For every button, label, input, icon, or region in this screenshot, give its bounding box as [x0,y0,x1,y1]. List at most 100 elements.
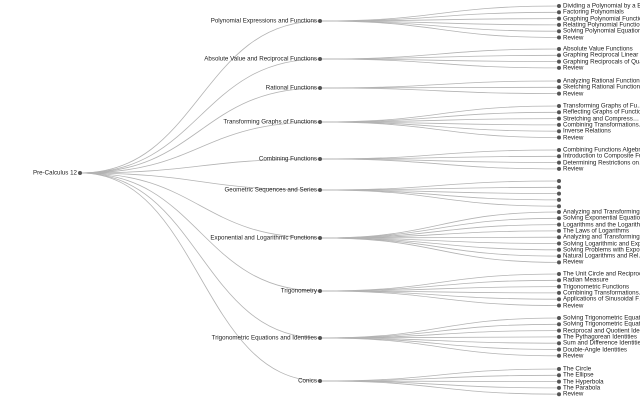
leaf-node-label[interactable]: Factoring Polynomials [563,8,624,16]
leaf-node[interactable] [557,10,561,15]
leaf-node[interactable] [557,341,561,346]
leaf-node[interactable] [557,53,561,58]
leaf-node-label[interactable]: Absolute Value Functions [563,45,633,53]
topic-node[interactable] [318,86,322,90]
leaf-node[interactable] [557,135,561,140]
leaf-node[interactable] [557,316,561,320]
leaf-node[interactable] [557,85,561,90]
leaf-node[interactable] [557,297,561,302]
leaf-node[interactable] [557,47,561,51]
leaf-node[interactable] [557,91,561,96]
leaf-node[interactable] [557,260,561,265]
topic-node-label[interactable]: Combining Functions [258,155,317,163]
topic-node[interactable] [318,188,322,192]
topic-node-label[interactable]: Exponential and Logarithmic Functions [210,234,317,242]
leaf-node[interactable] [557,328,561,333]
leaf-node[interactable] [557,290,561,295]
leaf-node-label[interactable]: Introduction to Composite Fu… [563,152,640,160]
leaf-node-label[interactable]: Reciprocal and Quotient Iden… [563,327,640,335]
leaf-node-label[interactable]: Inverse Relations [563,127,611,135]
leaf-node[interactable] [557,272,561,276]
topic-node[interactable] [318,336,322,340]
leaf-node[interactable] [557,241,561,246]
leaf-node-label[interactable]: Determining Restrictions on… [563,159,640,167]
leaf-node-label[interactable]: The Ellipse [563,371,594,379]
leaf-node[interactable] [557,284,561,289]
leaf-node-label[interactable]: Relating Polynomial Function… [563,21,640,29]
leaf-node-label[interactable]: Logarithms and the Logarith… [563,221,640,229]
leaf-node-label[interactable]: Transforming Graphs of Fu… [563,102,640,110]
leaf-node-label[interactable]: Review [563,64,584,72]
leaf-node-label[interactable]: Dividing a Polynomial by a Bi… [563,2,640,10]
topic-node-label[interactable]: Absolute Value and Reciprocal Functions [204,55,317,63]
topic-node[interactable] [318,120,322,124]
leaf-node[interactable] [557,392,561,397]
leaf-node[interactable] [557,160,561,165]
leaf-node[interactable] [557,254,561,259]
leaf-node-label[interactable]: The Unit Circle and Reciproc… [563,270,640,278]
leaf-node[interactable] [557,65,561,70]
leaf-node[interactable] [557,35,561,40]
leaf-node-label[interactable]: Solving Problems with Expon… [563,246,640,254]
leaf-node-label[interactable]: Review [563,165,584,173]
leaf-node[interactable] [557,235,561,240]
leaf-node[interactable] [557,122,561,127]
leaf-node[interactable] [557,110,561,115]
leaf-node-label[interactable]: Sum and Difference Identities… [563,339,640,347]
leaf-node[interactable] [557,247,561,252]
leaf-node-label[interactable]: Analyzing and Transforming… [563,208,640,216]
topic-node-label[interactable]: Geometric Sequences and Series [224,186,317,194]
topic-node[interactable] [318,157,322,161]
leaf-node[interactable] [557,322,561,327]
leaf-node[interactable] [557,79,561,83]
leaf-node[interactable] [557,154,561,159]
leaf-node[interactable] [557,228,561,233]
leaf-node-label[interactable]: Review [563,134,584,141]
leaf-node[interactable] [557,197,561,202]
topic-node[interactable] [318,379,322,383]
leaf-node-label[interactable]: The Laws of Logarithms [563,227,630,235]
leaf-node-label[interactable]: Graphing Reciprocal Linear F… [563,51,640,59]
leaf-node-label[interactable]: Double-Angle Identities [563,346,627,353]
leaf-node[interactable] [557,179,561,183]
leaf-node-label[interactable]: Graphing Polynomial Functio… [563,15,640,23]
leaf-node[interactable] [557,104,561,108]
leaf-node-label[interactable]: Review [563,390,584,398]
leaf-node-label[interactable]: Graphing Reciprocals of Qua… [563,58,640,66]
leaf-node-label[interactable]: Solving Polynomial Equations… [563,27,640,35]
leaf-node-label[interactable]: The Parabola [563,384,601,392]
leaf-node-label[interactable]: Analyzing and Transforming… [563,233,640,241]
leaf-node-label[interactable]: The Hyperbola [563,378,604,386]
leaf-node-label[interactable]: Combining Transformations… [563,121,640,129]
leaf-node[interactable] [557,373,561,378]
leaf-node-label[interactable]: Review [563,90,584,98]
leaf-node[interactable] [557,216,561,221]
leaf-node[interactable] [557,185,561,190]
leaf-node-label[interactable]: Solving Trigonometric Equati… [563,314,640,322]
leaf-node[interactable] [557,16,561,21]
leaf-node-label[interactable]: Natural Logarithms and Rel… [563,252,640,260]
leaf-node[interactable] [557,148,561,152]
topic-node-label[interactable]: Conics [298,377,317,385]
leaf-node[interactable] [557,379,561,384]
leaf-node-label[interactable]: Solving Trigonometric Equati… [563,320,640,328]
leaf-node[interactable] [557,204,561,209]
topic-node[interactable] [318,289,322,293]
leaf-node-label[interactable]: Applications of Sinusoidal F… [563,295,640,303]
leaf-node[interactable] [557,29,561,34]
leaf-node[interactable] [557,347,561,352]
leaf-node-label[interactable]: The Pythagorean Identities [563,333,637,341]
leaf-node-label[interactable]: Review [563,352,584,360]
topic-node-label[interactable]: Polynomial Expressions and Functions [210,17,317,25]
leaf-node-label[interactable]: Combining Functions Algebra… [563,146,640,154]
leaf-node[interactable] [557,210,561,214]
topic-node-label[interactable]: Transforming Graphs of Functions [223,118,317,126]
leaf-node[interactable] [557,385,561,390]
topic-node[interactable] [318,57,322,61]
leaf-node-label[interactable]: The Circle [563,365,592,373]
leaf-node[interactable] [557,334,561,339]
root-node[interactable] [78,171,82,175]
leaf-node[interactable] [557,222,561,227]
leaf-node-label[interactable]: Trigonometric Functions [563,283,630,291]
leaf-node-label[interactable]: Stretching and Compress… [563,115,640,123]
